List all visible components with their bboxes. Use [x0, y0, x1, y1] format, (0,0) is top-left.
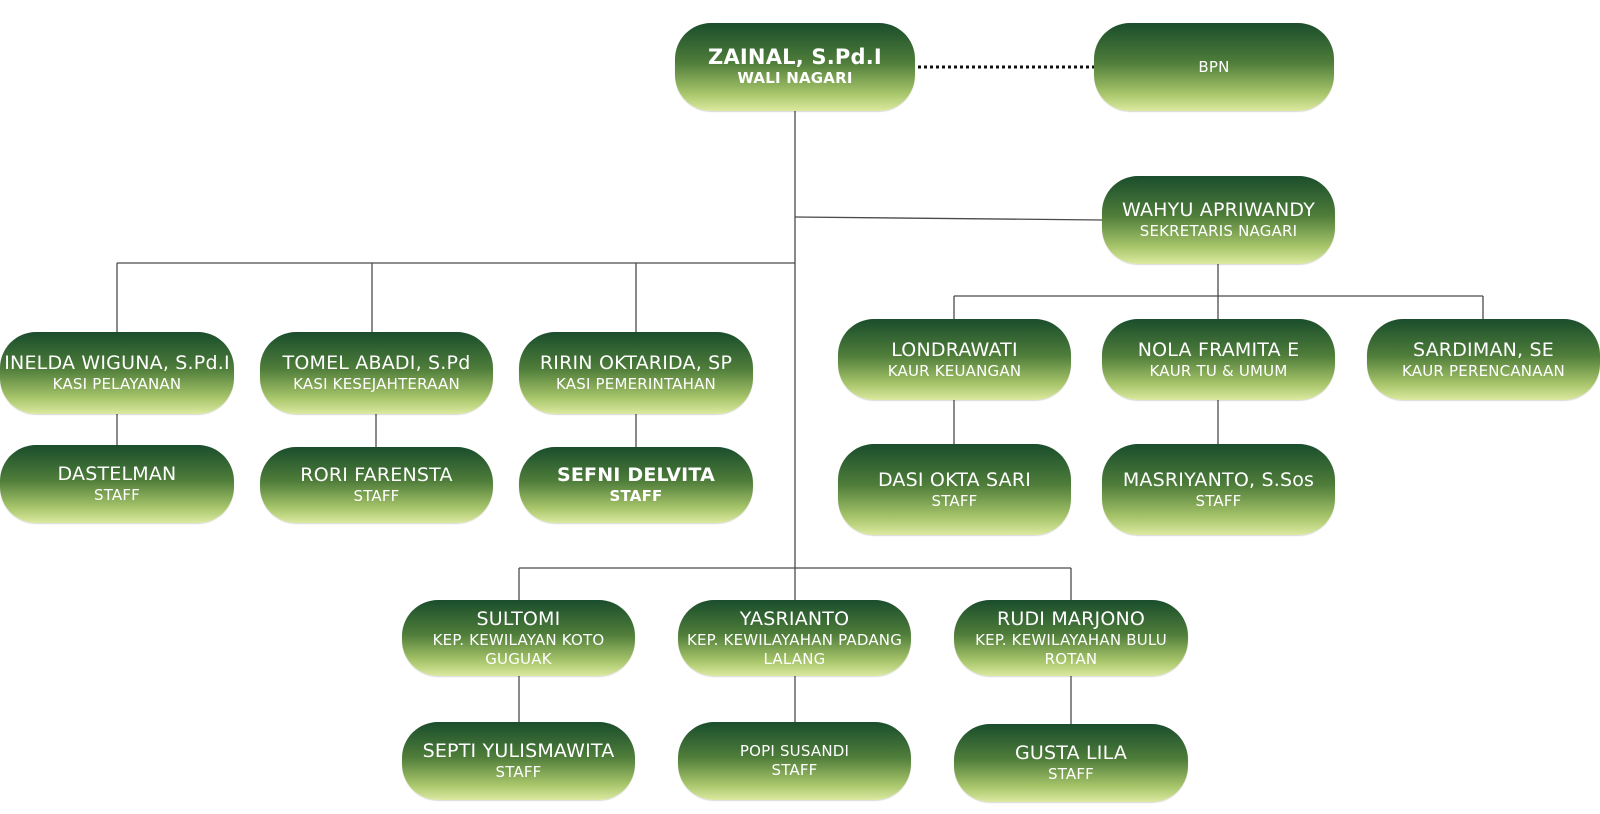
node-name: NOLA FRAMITA E [1137, 338, 1300, 361]
node-sekretaris-nagari: WAHYU APRIWANDY SEKRETARIS NAGARI [1102, 176, 1335, 264]
node-name: SEFNI DELVITA [556, 464, 716, 486]
node-kewilayahan-bulu-rotan: RUDI MARJONO KEP. KEWILAYAHAN BULU ROTAN [954, 600, 1188, 676]
node-name: SULTOMI [476, 607, 561, 630]
node-kewilayahan-padang-lalang: YASRIANTO KEP. KEWILAYAHAN PADANG LALANG [678, 600, 911, 676]
node-staff-rori: RORI FARENSTA STAFF [260, 447, 493, 523]
node-name: SEPTI YULISMAWITA [422, 740, 615, 762]
node-name: RUDI MARJONO [996, 607, 1146, 630]
node-role: KASI KESEJAHTERAAN [293, 375, 460, 393]
node-role: KAUR TU & UMUM [1149, 361, 1288, 380]
node-staff-dasi: DASI OKTA SARI STAFF [838, 444, 1071, 535]
node-role: KAUR PERENCANAAN [1402, 361, 1565, 380]
node-name: LONDRAWATI [891, 338, 1018, 361]
node-role: STAFF [771, 761, 818, 779]
node-role: KASI PELAYANAN [52, 375, 182, 393]
node-role: STAFF [495, 763, 542, 781]
node-name: GUSTA LILA [1014, 742, 1128, 764]
node-role: KEP. KEWILAYAHAN PADANG LALANG [686, 630, 903, 668]
node-role: SEKRETARIS NAGARI [1139, 222, 1298, 240]
node-staff-septi: SEPTI YULISMAWITA STAFF [402, 722, 635, 800]
node-role: WALI NAGARI [737, 69, 853, 87]
node-kasi-kesejahteraan: TOMEL ABADI, S.Pd KASI KESEJAHTERAAN [260, 332, 493, 414]
node-kaur-tu-umum: NOLA FRAMITA E KAUR TU & UMUM [1102, 319, 1335, 400]
node-role: KAUR KEUANGAN [887, 361, 1022, 380]
node-role: KEP. KEWILAYAHAN BULU ROTAN [975, 630, 1167, 668]
node-wali-nagari: ZAINAL, S.Pd.I WALI NAGARI [675, 23, 915, 111]
node-kaur-perencanaan: SARDIMAN, SE KAUR PERENCANAAN [1367, 319, 1600, 400]
node-name: DASI OKTA SARI [877, 468, 1032, 491]
node-role: STAFF [93, 486, 141, 504]
node-name: RORI FARENSTA [300, 464, 453, 486]
connector-sekretaris [794, 216, 1103, 221]
node-staff-gusta: GUSTA LILA STAFF [954, 724, 1188, 802]
node-bpn: BPN [1094, 23, 1334, 111]
node-name: WAHYU APRIWANDY [1122, 199, 1315, 221]
node-kasi-pelayanan: INELDA WIGUNA, S.Pd.I KASI PELAYANAN [0, 332, 234, 414]
node-kasi-pemerintahan: RIRIN OKTARIDA, SP KASI PEMERINTAHAN [519, 332, 753, 414]
node-kaur-keuangan: LONDRAWATI KAUR KEUANGAN [838, 319, 1071, 400]
node-name: BPN [1198, 57, 1230, 76]
node-name: ZAINAL, S.Pd.I [708, 45, 882, 69]
node-role: STAFF [1047, 765, 1095, 783]
node-name: DASTELMAN [57, 463, 177, 485]
node-role: STAFF [1195, 491, 1242, 510]
node-name: SARDIMAN, SE [1413, 338, 1554, 361]
node-staff-popi: POPI SUSANDI STAFF [678, 722, 911, 800]
node-name: TOMEL ABADI, S.Pd [282, 352, 471, 374]
node-name: INELDA WIGUNA, S.Pd.I [4, 352, 230, 374]
node-role: STAFF [609, 487, 663, 505]
node-staff-sefni: SEFNI DELVITA STAFF [519, 447, 753, 523]
node-name: YASRIANTO [739, 607, 850, 630]
node-role: STAFF [353, 487, 400, 505]
node-staff-masriyanto: MASRIYANTO, S.Sos STAFF [1102, 444, 1335, 535]
node-name: POPI SUSANDI [739, 742, 850, 760]
node-name: RIRIN OKTARIDA, SP [539, 352, 733, 374]
node-role: KASI PEMERINTAHAN [556, 375, 716, 393]
node-role: STAFF [931, 491, 978, 510]
node-role: KEP. KEWILAYAN KOTO GUGUAK [432, 630, 605, 668]
node-staff-dastelman: DASTELMAN STAFF [0, 445, 234, 523]
node-kewilayahan-koto-guguak: SULTOMI KEP. KEWILAYAN KOTO GUGUAK [402, 600, 635, 676]
node-name: MASRIYANTO, S.Sos [1122, 468, 1315, 491]
